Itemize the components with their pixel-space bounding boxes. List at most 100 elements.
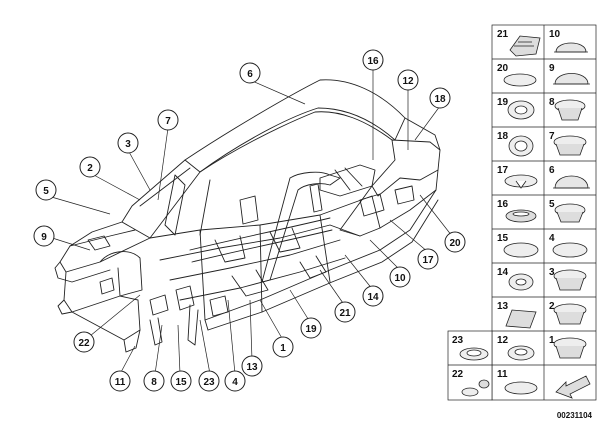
part-13-pad-icon xyxy=(505,309,537,329)
grid-label-10: 10 xyxy=(549,29,561,40)
callout-4: 4 xyxy=(224,370,246,392)
car-body-shell xyxy=(54,79,441,353)
callout-11: 11 xyxy=(109,370,131,392)
part-11-plug-icon xyxy=(504,381,538,395)
grid-label-23: 23 xyxy=(452,335,464,346)
part-18-grommet-icon xyxy=(508,135,534,157)
callout-19: 19 xyxy=(300,317,322,339)
part-16-plug-icon xyxy=(505,209,537,223)
part-1-plug-icon xyxy=(553,337,587,359)
callout-15: 15 xyxy=(170,370,192,392)
grid-label-9: 9 xyxy=(549,63,555,74)
callout-3: 3 xyxy=(117,132,139,154)
grid-label-12: 12 xyxy=(497,335,509,346)
callouts: 6 16 12 18 7 3 2 5 9 22 11 8 15 23 4 13 … xyxy=(33,49,466,392)
svg-text:9: 9 xyxy=(41,232,47,243)
part-3-plug-icon xyxy=(553,269,587,291)
callout-7: 7 xyxy=(157,109,179,131)
parts-grid-right-numbers: 10 9 8 7 6 5 4 3 2 1 xyxy=(549,29,561,346)
part-10-plug-icon xyxy=(554,42,588,53)
svg-text:14: 14 xyxy=(367,292,379,303)
callout-21: 21 xyxy=(334,301,356,323)
part-8-plug-icon xyxy=(554,99,586,121)
callout-17: 17 xyxy=(417,248,439,270)
svg-text:15: 15 xyxy=(175,377,187,388)
svg-text:12: 12 xyxy=(402,76,414,87)
grid-label-21: 21 xyxy=(497,29,509,40)
part-15-plug-icon xyxy=(503,242,539,258)
callout-14: 14 xyxy=(362,285,384,307)
svg-text:3: 3 xyxy=(125,139,131,150)
grid-label-14: 14 xyxy=(497,267,509,278)
grid-label-15: 15 xyxy=(497,233,509,244)
svg-text:13: 13 xyxy=(246,362,258,373)
svg-text:6: 6 xyxy=(247,69,253,80)
svg-text:20: 20 xyxy=(449,238,461,249)
grid-label-19: 19 xyxy=(497,97,509,108)
part-icons xyxy=(459,35,591,399)
svg-text:17: 17 xyxy=(422,255,434,266)
grid-label-2: 2 xyxy=(549,301,555,312)
svg-text:19: 19 xyxy=(305,324,317,335)
part-12-grommet-icon xyxy=(507,345,535,361)
part-7-plug-icon xyxy=(553,135,587,156)
part-5-plug-icon xyxy=(554,203,586,223)
svg-text:7: 7 xyxy=(165,116,171,127)
callout-5: 5 xyxy=(35,179,57,201)
grid-label-7: 7 xyxy=(549,131,555,142)
svg-text:10: 10 xyxy=(394,273,406,284)
svg-text:23: 23 xyxy=(203,377,215,388)
svg-text:4: 4 xyxy=(232,377,238,388)
grid-label-13: 13 xyxy=(497,301,509,312)
callout-20: 20 xyxy=(444,231,466,253)
grid-label-16: 16 xyxy=(497,199,509,210)
parts-grid-left-numbers: 21 20 19 18 17 16 15 14 13 12 11 xyxy=(497,29,509,380)
leader-lines xyxy=(45,68,453,375)
arrow-icon xyxy=(555,375,591,399)
part-22-cap-icon xyxy=(461,379,490,397)
drawing-reference-number: 00231104 xyxy=(556,411,592,420)
grid-label-17: 17 xyxy=(497,165,509,176)
grid-label-20: 20 xyxy=(497,63,509,74)
callout-6: 6 xyxy=(239,62,261,84)
part-2-plug-icon xyxy=(553,303,587,325)
part-9-plug-icon xyxy=(553,73,590,85)
part-6-plug-icon xyxy=(553,175,590,189)
callout-22: 22 xyxy=(73,331,95,353)
grid-label-6: 6 xyxy=(549,165,555,176)
part-20-plug-icon xyxy=(503,73,537,87)
part-21-bracket-icon xyxy=(509,35,541,57)
callout-18: 18 xyxy=(429,87,451,109)
callout-9: 9 xyxy=(33,225,55,247)
callout-2: 2 xyxy=(79,156,101,178)
grid-label-4: 4 xyxy=(549,233,555,244)
part-14-grommet-icon xyxy=(508,273,534,291)
extra-cell-numbers: 23 22 xyxy=(452,335,464,380)
callout-16: 16 xyxy=(362,49,384,71)
grid-label-18: 18 xyxy=(497,131,509,142)
svg-text:18: 18 xyxy=(434,94,446,105)
svg-text:11: 11 xyxy=(115,377,126,388)
grid-label-5: 5 xyxy=(549,199,555,210)
callout-13: 13 xyxy=(241,355,263,377)
part-23-plug-icon xyxy=(459,347,489,361)
svg-text:8: 8 xyxy=(151,377,157,388)
svg-text:1: 1 xyxy=(280,343,286,354)
svg-text:16: 16 xyxy=(367,56,379,67)
svg-text:22: 22 xyxy=(78,338,90,349)
grid-label-3: 3 xyxy=(549,267,555,278)
callout-23: 23 xyxy=(198,370,220,392)
callout-8: 8 xyxy=(143,370,165,392)
grid-label-8: 8 xyxy=(549,97,555,108)
svg-text:5: 5 xyxy=(43,186,49,197)
grid-label-1: 1 xyxy=(549,335,555,346)
grid-label-22: 22 xyxy=(452,369,464,380)
callout-10: 10 xyxy=(389,266,411,288)
svg-text:2: 2 xyxy=(87,163,93,174)
callout-1: 1 xyxy=(272,336,294,358)
callout-12: 12 xyxy=(397,69,419,91)
svg-text:21: 21 xyxy=(339,308,351,319)
part-17-plug-icon xyxy=(504,174,538,189)
part-19-grommet-icon xyxy=(507,100,535,120)
